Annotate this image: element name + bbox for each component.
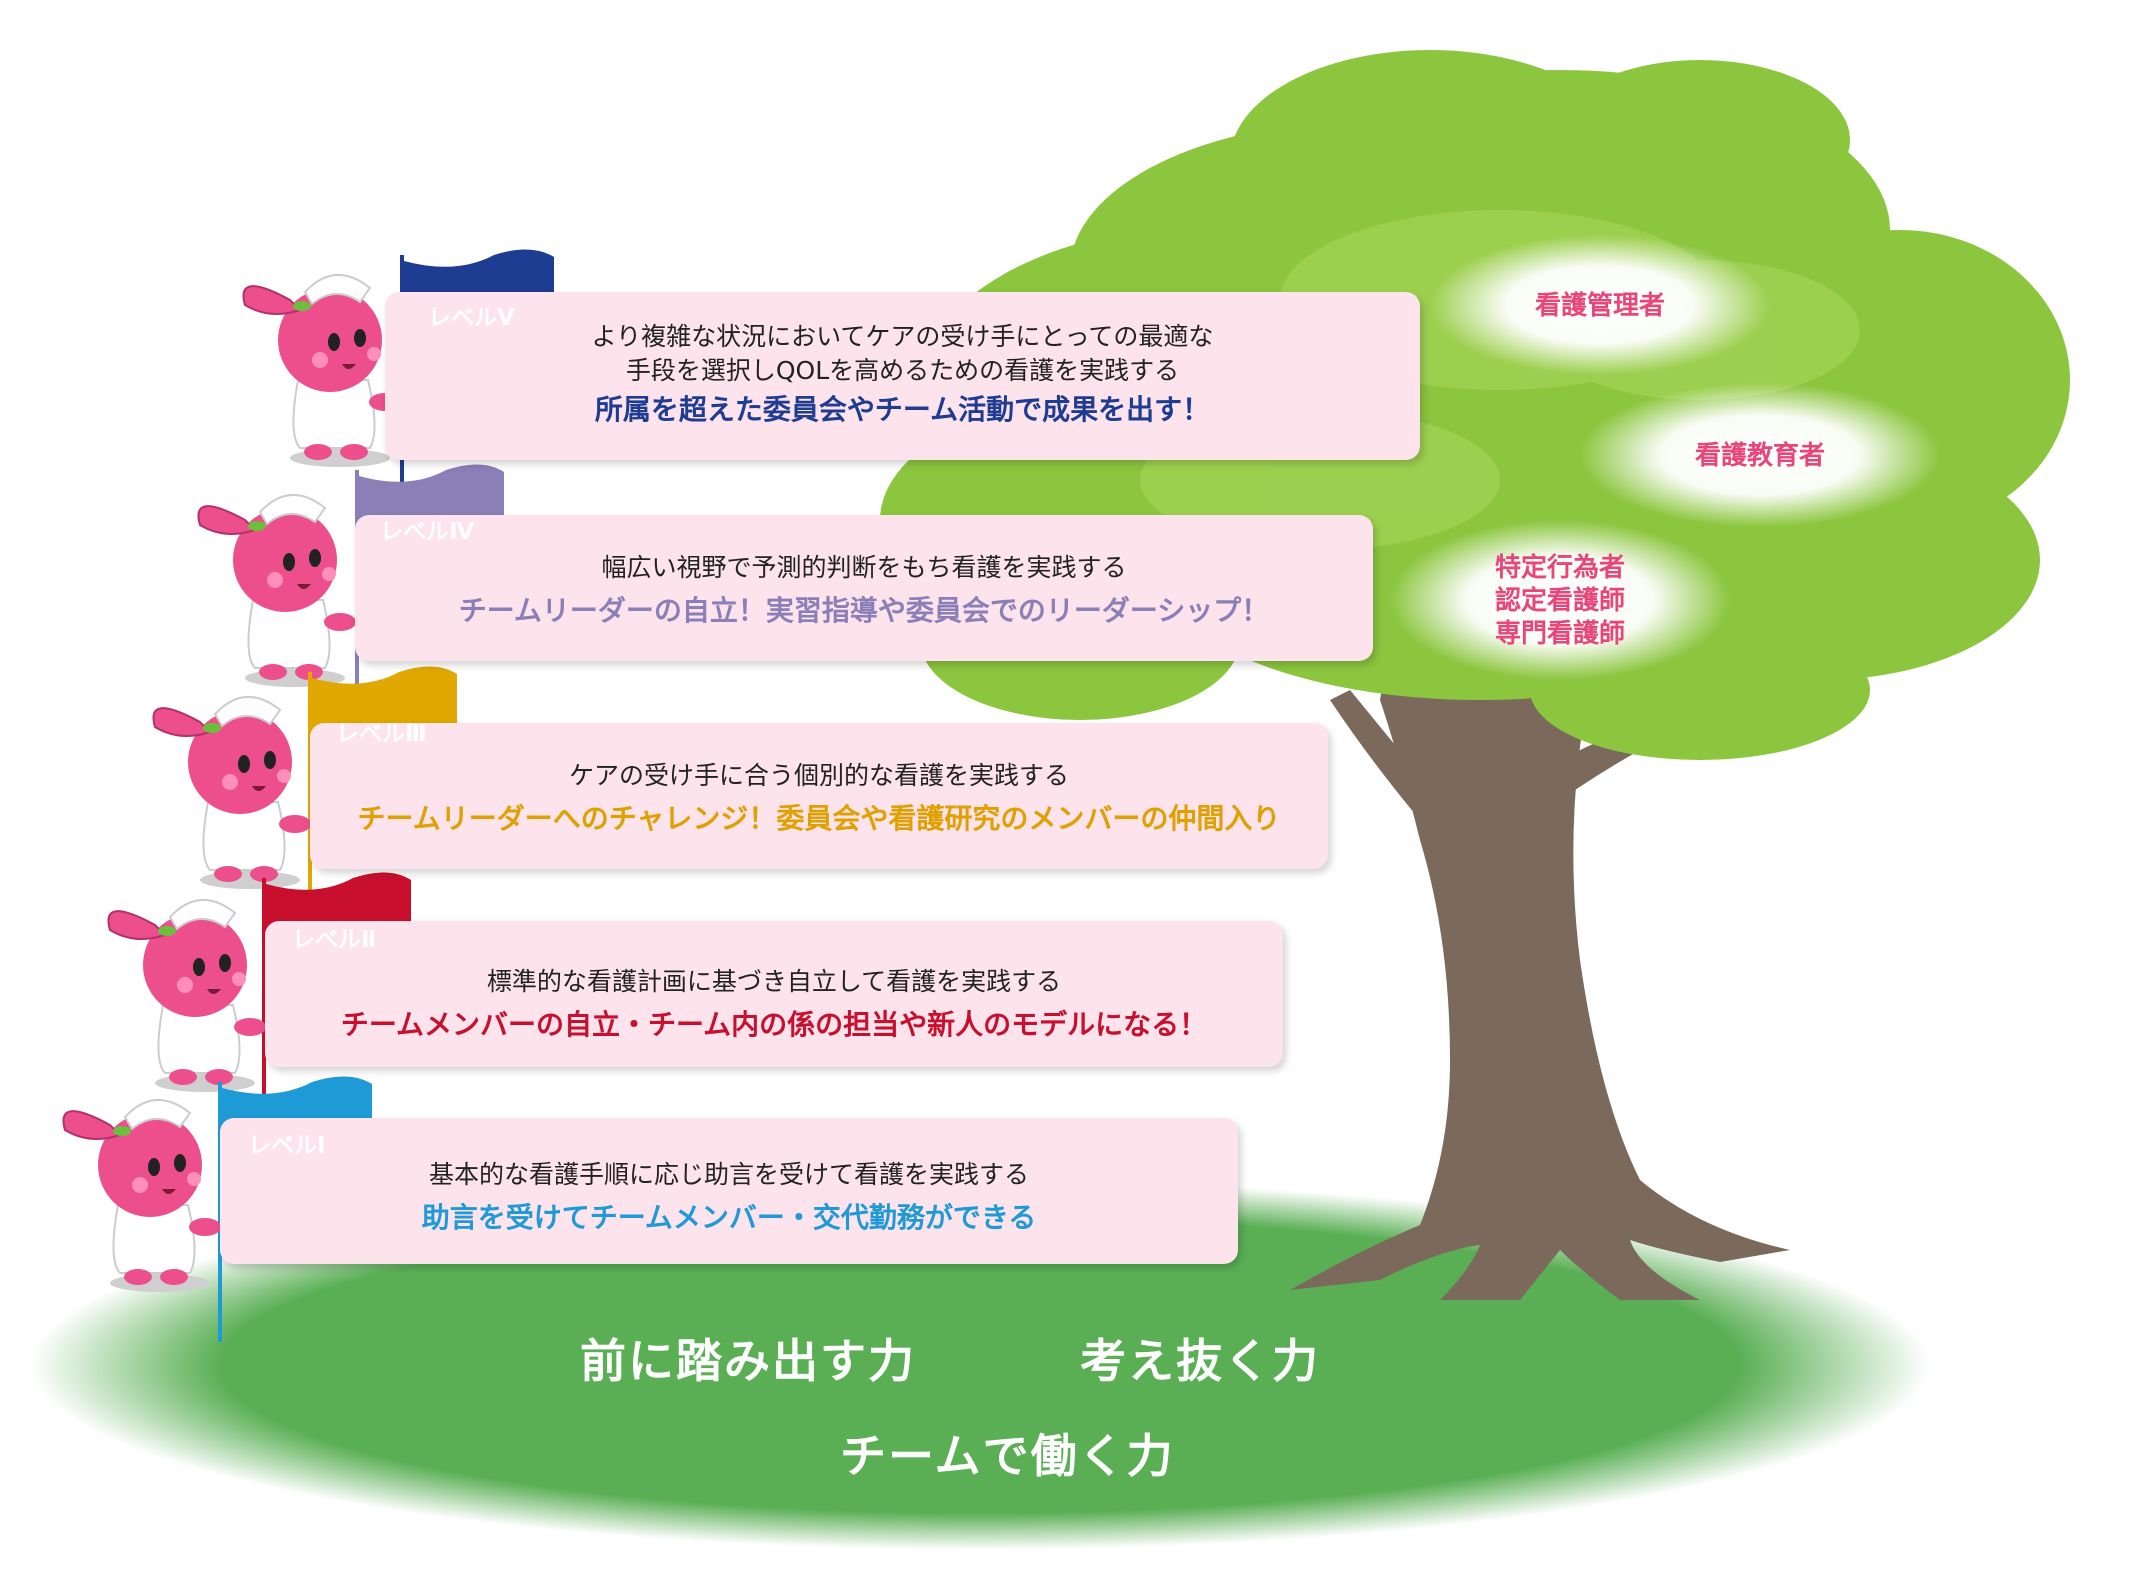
level-1-goal: 助言を受けてチームメンバー・交代勤務ができる xyxy=(421,1201,1037,1234)
ground-label-teamwork: チームで働く力 xyxy=(840,1429,1175,1483)
role-bubble-3 xyxy=(1390,520,1730,680)
level-1-description: 基本的な看護手順に応じ助言を受けて看護を実践する xyxy=(428,1160,1029,1189)
role-label-educator: 看護教育者 xyxy=(1694,441,1825,471)
level-4-goal: チームリーダーの自立！実習指導や委員会でのリーダーシップ！ xyxy=(458,594,1270,627)
role-label-specialists: 特定行為者 認定看護師 専門看護師 xyxy=(1494,553,1625,649)
level-1-mascot xyxy=(62,1098,221,1292)
level-3-mascot xyxy=(152,695,311,889)
level-2-goal: チームメンバーの自立・チーム内の係の担当や新人のモデルになる！ xyxy=(340,1008,1208,1041)
role-bubble-1 xyxy=(1430,235,1770,375)
level-1-flag-label: レベルⅠ xyxy=(248,1133,326,1159)
role-bubble-2 xyxy=(1580,383,1940,527)
level-2-description: 標準的な看護計画に基づき自立して看護を実践する xyxy=(486,967,1062,996)
level-card-5: より複雑な状況においてケアの受け手にとっての最適な 手段を選択しQOLを高めるた… xyxy=(385,292,1420,460)
level-4-flag-label: レベルⅣ xyxy=(380,519,475,545)
level-card-3: ケアの受け手に合う個別的な看護を実践する チームリーダーへのチャレンジ！委員会や… xyxy=(310,723,1328,869)
level-card-1: 基本的な看護手順に応じ助言を受けて看護を実践する 助言を受けてチームメンバー・交… xyxy=(220,1118,1238,1264)
level-card-4: 幅広い視野で予測的判断をもち看護を実践する チームリーダーの自立！実習指導や委員… xyxy=(355,515,1373,661)
ground-ellipse xyxy=(30,1180,1930,1550)
role-label-manager: 看護管理者 xyxy=(1534,291,1665,321)
level-5-flag-label: レベルⅤ xyxy=(428,305,515,331)
level-5-mascot xyxy=(242,273,401,467)
level-4-description: 幅広い視野で予測的判断をもち看護を実践する xyxy=(601,553,1127,582)
level-card-2: 標準的な看護計画に基づき自立して看護を実践する チームメンバーの自立・チーム内の… xyxy=(265,921,1283,1067)
level-2-flag-label: レベルⅡ xyxy=(292,927,377,953)
level-2-mascot xyxy=(107,898,266,1092)
level-2-flag-pole xyxy=(262,878,266,1133)
level-5-goal: 所属を超えた委員会やチーム活動で成果を出す！ xyxy=(594,393,1211,426)
level-3-description: ケアの受け手に合う個別的な看護を実践する xyxy=(568,761,1069,790)
ground-label-step-forward: 前に踏み出す力 xyxy=(580,1334,916,1388)
level-3-goal: チームリーダーへのチャレンジ！委員会や看護研究のメンバーの仲間入り xyxy=(357,802,1281,835)
ground-label-think-through: 考え抜く力 xyxy=(1080,1334,1320,1388)
level-5-description: より複雑な状況においてケアの受け手にとっての最適な 手段を選択しQOLを高めるた… xyxy=(591,322,1214,385)
level-4-mascot xyxy=(197,493,356,687)
level-3-flag-label: レベルⅢ xyxy=(336,721,427,747)
